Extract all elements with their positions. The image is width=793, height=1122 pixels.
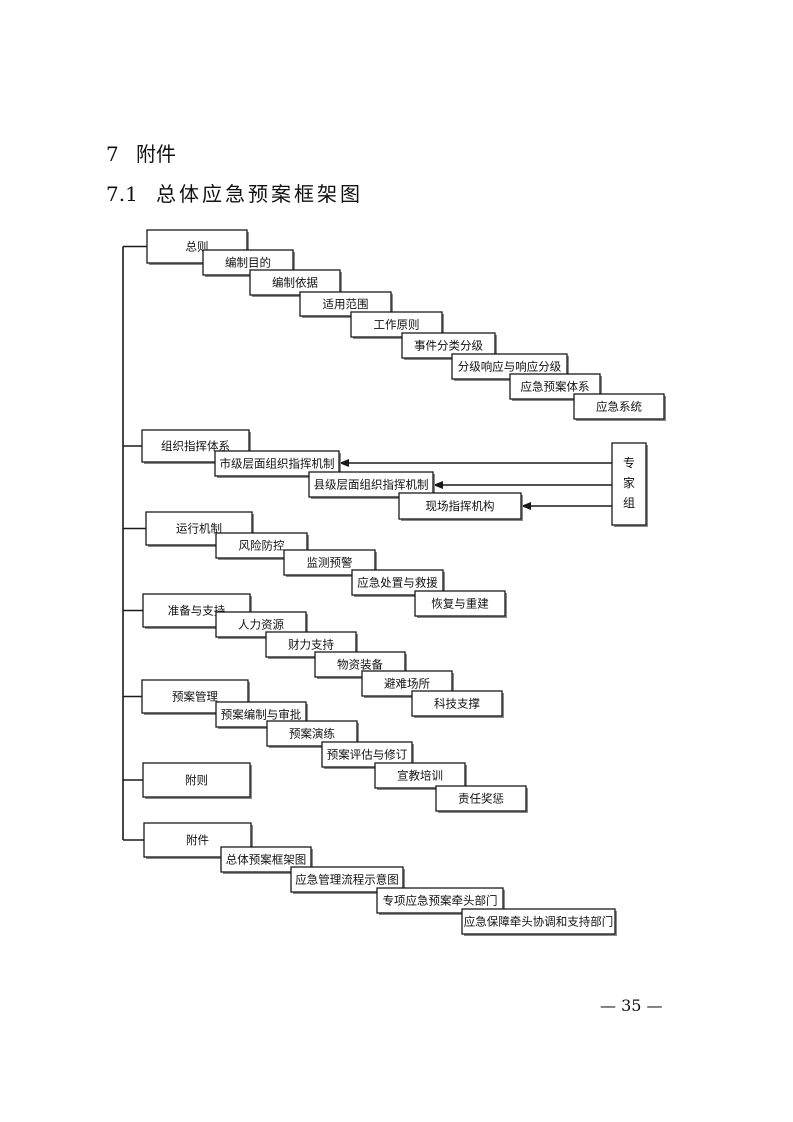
- item-label: 人力资源: [238, 618, 284, 632]
- item-label: 专项应急预案牵头部门: [383, 894, 498, 908]
- group-box: [142, 762, 251, 798]
- item-label: 工作原则: [374, 318, 420, 332]
- section-number: 7: [106, 142, 119, 166]
- expert-group-label-char: 专: [623, 455, 635, 470]
- item-label: 科技支撑: [434, 697, 480, 711]
- item-label: 监测预警: [307, 556, 353, 570]
- item-label: 应急系统: [596, 400, 642, 414]
- item-box: [249, 269, 341, 296]
- group-label: 预案管理: [172, 690, 218, 704]
- item-label: 应急处置与救援: [357, 576, 438, 590]
- page-number: — 35 —: [600, 996, 663, 1015]
- group-label: 准备与支持: [168, 604, 226, 618]
- section-heading: 7 附件: [106, 138, 176, 167]
- item-label: 应急预案体系: [521, 380, 590, 394]
- item-label: 财力支持: [288, 638, 334, 652]
- item-label: 风险防控: [239, 539, 285, 553]
- item-label: 应急管理流程示意图: [295, 873, 399, 887]
- item-label: 宣教培训: [397, 769, 443, 783]
- item-label: 现场指挥机构: [426, 499, 495, 513]
- item-label: 适用范围: [323, 297, 369, 311]
- item-label: 预案评估与修订: [327, 748, 408, 762]
- expert-group-box: [611, 442, 647, 526]
- item-label: 责任奖惩: [458, 792, 504, 806]
- item-label: 市级层面组织指挥机制: [220, 457, 335, 471]
- item-label: 应急保障牵头协调和支持部门: [464, 915, 614, 929]
- subsection-number: 7.1: [106, 182, 138, 206]
- item-label: 编制目的: [225, 256, 271, 270]
- group-box: [145, 511, 253, 546]
- group-label: 组织指挥体系: [161, 439, 230, 453]
- expert-group-label-char: 家: [623, 475, 635, 490]
- group-label: 附则: [185, 773, 208, 787]
- item-label: 恢复与重建: [431, 597, 489, 611]
- item-label: 编制依据: [272, 276, 318, 290]
- item-label: 物资装备: [337, 658, 383, 672]
- group-label: 运行机制: [176, 522, 222, 536]
- item-box: [215, 611, 307, 638]
- item-label: 避难场所: [384, 677, 430, 691]
- item-label: 总体预案框架图: [226, 853, 307, 867]
- item-box: [398, 492, 522, 520]
- item-box: [215, 532, 308, 559]
- subsection-heading: 7.1 总体应急预案框架图: [106, 178, 363, 207]
- item-box: [414, 590, 506, 617]
- item-label: 预案编制与审批: [221, 708, 302, 722]
- item-box: [435, 785, 527, 812]
- item-label: 事件分类分级: [414, 339, 483, 353]
- item-label: 分级响应与响应分级: [458, 360, 562, 374]
- item-label: 预案演练: [289, 727, 335, 741]
- item-box: [374, 762, 466, 789]
- item-box: [573, 393, 665, 420]
- section-title: 附件: [136, 142, 176, 166]
- subsection-title: 总体应急预案框架图: [156, 182, 363, 206]
- group-label: 附件: [186, 833, 209, 847]
- item-label: 县级层面组织指挥机制: [314, 478, 429, 492]
- item-box: [461, 908, 616, 935]
- item-box: [411, 690, 503, 717]
- expert-group-label-char: 组: [623, 496, 635, 510]
